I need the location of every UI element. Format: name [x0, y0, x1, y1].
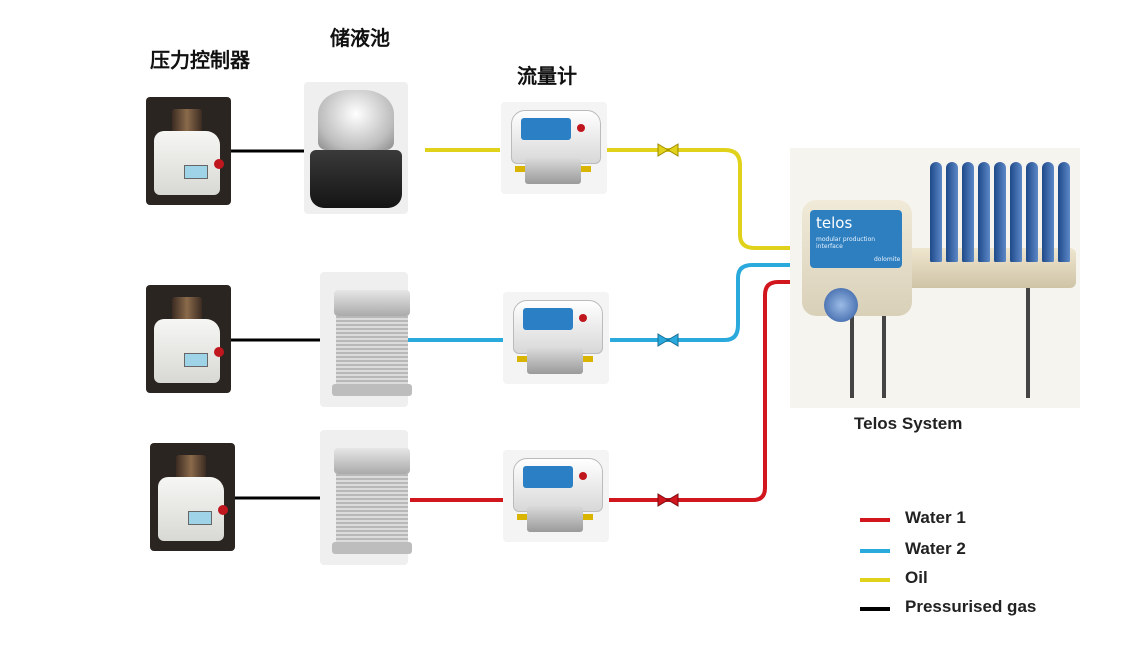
- pressure-controller-3: [150, 443, 235, 551]
- oil-line: [425, 148, 792, 250]
- valve-icon-water2: [657, 333, 679, 347]
- flow-meter-1: [501, 102, 607, 194]
- legend-label: Pressurised gas: [905, 597, 1037, 616]
- legend-swatch: [860, 607, 890, 611]
- header-flow-meter: 流量计: [517, 64, 577, 88]
- telos-brand-text: telos: [816, 214, 853, 232]
- telos-maker: dolomite: [874, 256, 901, 263]
- reservoir-3: [320, 430, 412, 565]
- telos-screen: [810, 210, 902, 268]
- header-reservoir: 储液池: [330, 26, 390, 50]
- telos-system-device: telos modular production interface dolom…: [790, 148, 1080, 408]
- telos-system-label: Telos System: [854, 414, 963, 433]
- legend-label: Water 1: [905, 508, 966, 527]
- flow-meter-3: [503, 450, 609, 542]
- legend-swatch: [860, 518, 890, 522]
- flow-meter-2: [503, 292, 609, 384]
- legend-swatch: [860, 549, 890, 553]
- legend-label: Water 2: [905, 539, 966, 558]
- reservoir-2: [320, 272, 412, 407]
- pressure-controller-1: [146, 97, 231, 205]
- reservoir-1: [304, 82, 408, 214]
- legend-label: Oil: [905, 568, 928, 587]
- water2-line: [407, 263, 792, 342]
- header-pressure-controller: 压力控制器: [150, 48, 250, 72]
- valve-icon-oil: [657, 143, 679, 157]
- valve-icon-water1: [657, 493, 679, 507]
- telos-subtitle: modular production interface: [816, 236, 876, 250]
- pressure-controller-2: [146, 285, 231, 393]
- water1-line: [410, 280, 800, 502]
- legend-swatch: [860, 578, 890, 582]
- telos-dial-icon: [824, 288, 858, 322]
